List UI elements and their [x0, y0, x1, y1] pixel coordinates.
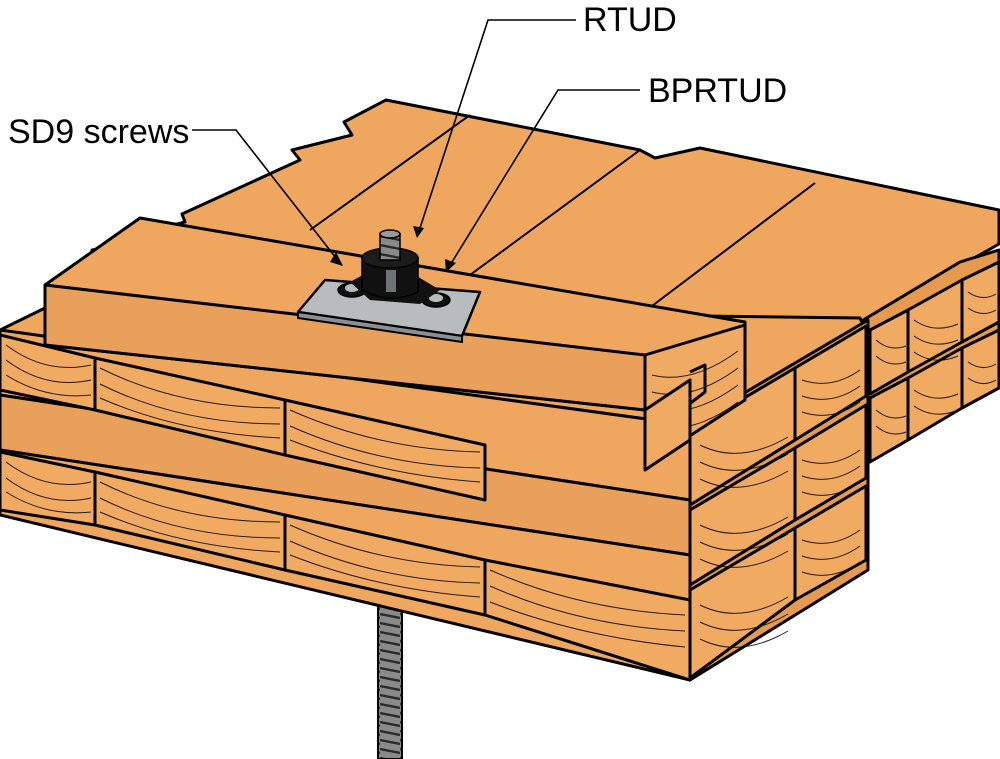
label-rtud: RTUD [583, 1, 677, 39]
right-deck-ends [858, 248, 1000, 464]
leader-rtud [419, 19, 576, 229]
label-bprtud: BPRTUD [648, 72, 787, 110]
arrow-rtud [413, 226, 424, 238]
threaded-rod [377, 589, 403, 759]
label-sd9-screws: SD9 screws [8, 113, 189, 151]
arrow-sd9 [330, 252, 343, 266]
leader-lines [192, 19, 640, 272]
leader-sd9 [192, 129, 337, 259]
arrow-bprtud [445, 259, 456, 272]
rtud-device [337, 229, 451, 308]
leader-bprtud [451, 89, 640, 263]
